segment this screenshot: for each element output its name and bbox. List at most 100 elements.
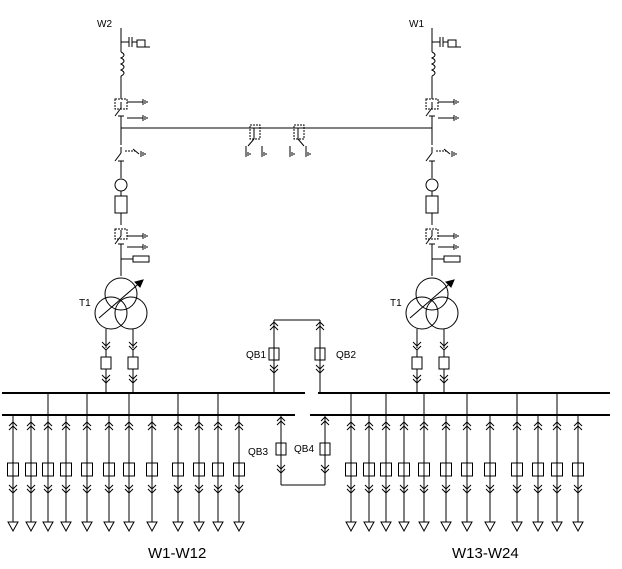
feeder: [123, 415, 135, 533]
feeder: [212, 415, 224, 533]
label-qb2: QB2: [336, 350, 356, 361]
withdrawable-contact: [315, 364, 325, 374]
feeder: [193, 415, 205, 533]
withdrawable-contact: [441, 421, 451, 431]
feeder: [60, 415, 72, 533]
load-arrow: [81, 521, 93, 533]
load-arrow: [532, 521, 544, 533]
bus-coupler-breaker: [319, 442, 331, 456]
load-arrow: [398, 521, 410, 533]
load-arrow: [572, 521, 584, 533]
load-arrow: [551, 521, 563, 533]
withdrawable-contact: [82, 484, 92, 494]
earthing-switches: [114, 228, 148, 250]
load-arrow: [380, 521, 392, 533]
feeder-breaker: [440, 462, 452, 477]
withdrawable-contact: [419, 421, 429, 431]
withdrawable-contact: [462, 421, 472, 431]
feeder-breaker: [212, 462, 224, 477]
withdrawable-contact: [101, 341, 111, 351]
load-arrow: [461, 521, 473, 533]
lv-incomer-breaker: [100, 356, 112, 370]
load-arrow: [42, 521, 54, 533]
lv-incomer-breaker: [411, 356, 423, 370]
ground-symbol: [142, 99, 148, 105]
surge-arrester: [432, 255, 461, 263]
withdrawable-contact: [104, 421, 114, 431]
hv-circuit-breaker: [114, 195, 128, 214]
feeder: [345, 415, 357, 533]
feeder-breaker: [484, 462, 496, 477]
withdrawable-contact: [320, 464, 330, 474]
feeder-breaker: [25, 462, 37, 477]
bridge-disconnector: [245, 124, 267, 157]
bus-coupler-breaker: [275, 442, 287, 456]
load-arrow: [172, 521, 184, 533]
withdrawable-contact: [269, 364, 279, 374]
outgoing-feeders: [7, 393, 584, 533]
label-t1-right: T1: [390, 298, 402, 309]
withdrawable-contact: [213, 421, 223, 431]
ground-symbol: [289, 151, 295, 157]
load-arrow: [123, 521, 135, 533]
withdrawable-contact: [533, 484, 543, 494]
withdrawable-contact: [194, 484, 204, 494]
withdrawable-contact: [533, 421, 543, 431]
feeder-breaker: [233, 462, 245, 477]
feeder-breaker: [363, 462, 375, 477]
feeder: [572, 415, 584, 533]
feeder-breaker: [532, 462, 544, 477]
feeder-breaker: [572, 462, 584, 477]
label-qb4: QB4: [294, 444, 314, 455]
withdrawable-contact: [364, 421, 374, 431]
feeder-breaker: [146, 462, 158, 477]
feeder-breaker: [7, 462, 19, 477]
lv-incomer-breaker: [438, 356, 450, 370]
withdrawable-contact: [399, 484, 409, 494]
lv-incomer-breaker: [127, 356, 139, 370]
load-arrow: [25, 521, 37, 533]
feeder-breaker: [172, 462, 184, 477]
withdrawable-contact: [276, 464, 286, 474]
feeder-breaker: [81, 462, 93, 477]
withdrawable-contact: [124, 421, 134, 431]
three-winding-transformer: [94, 277, 148, 330]
withdrawable-contact: [485, 484, 495, 494]
feeder: [380, 415, 392, 533]
withdrawable-contact: [194, 421, 204, 431]
coupling-capacitor: [432, 37, 461, 48]
withdrawable-contact: [439, 374, 449, 384]
feeder-breaker: [193, 462, 205, 477]
feeder-breaker: [511, 462, 523, 477]
feeder: [146, 415, 158, 533]
withdrawable-contact: [147, 484, 157, 494]
label-t1-left: T1: [79, 298, 91, 309]
feeder-breaker: [123, 462, 135, 477]
line-trap-coil: [430, 51, 436, 77]
label-qb3: QB3: [248, 447, 268, 458]
withdrawable-contact: [234, 421, 244, 431]
earthing-switches: [425, 228, 459, 250]
feeder: [363, 415, 375, 533]
feeder-breaker: [418, 462, 430, 477]
withdrawable-contact: [61, 421, 71, 431]
line-trap-coil: [119, 51, 125, 77]
disconnector-switch: [114, 230, 124, 250]
disconnector-switch: [425, 230, 435, 250]
withdrawable-contact: [573, 421, 583, 431]
withdrawable-contact: [128, 341, 138, 351]
feeder: [511, 415, 523, 533]
withdrawable-contact: [8, 484, 18, 494]
load-arrow: [146, 521, 158, 533]
ground-symbol: [140, 151, 146, 157]
load-arrow: [103, 521, 115, 533]
feeder: [25, 415, 37, 533]
ground-symbol: [245, 151, 251, 157]
coupling-capacitor: [121, 37, 150, 48]
feeder: [461, 415, 473, 533]
withdrawable-contact: [552, 484, 562, 494]
withdrawable-contact: [147, 421, 157, 431]
load-arrow: [233, 521, 245, 533]
withdrawable-contact: [104, 484, 114, 494]
label-w2: W2: [97, 19, 112, 30]
